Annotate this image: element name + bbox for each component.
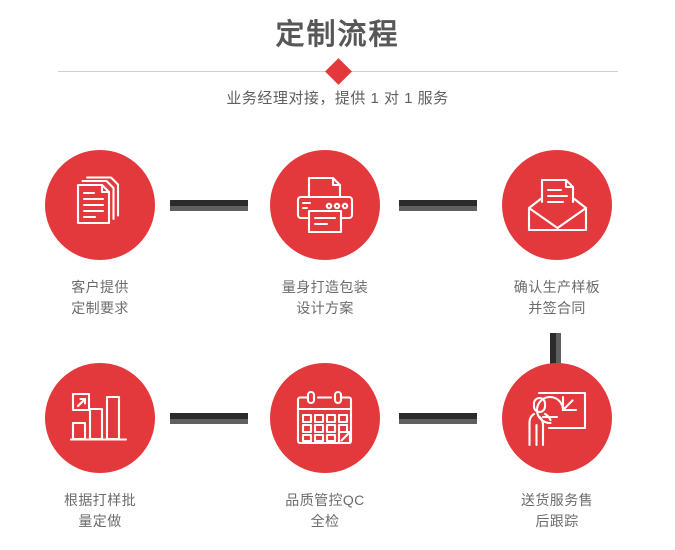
step-label: 量身打造包装 设计方案 [281,279,369,316]
connector-step5-step6 [399,413,477,424]
step-item-1[interactable]: 客户提供 定制要求 [20,150,180,319]
connector-bar-light [170,419,248,424]
connector-bar-dark [550,333,556,365]
step-icon-circle [270,363,380,473]
header: 定制流程 业务经理对接，提供 1 对 1 服务 [0,0,675,125]
connector-bar-dark [170,200,248,206]
connector-bar-dark [399,200,477,206]
connector-step3-step6 [550,333,561,365]
step-label: 根据打样批 量定做 [64,492,136,529]
connector-bar-light [556,333,561,365]
step-item-2[interactable]: 量身打造包装 设计方案 [245,150,405,319]
step-item-5[interactable]: 品质管控QC 全检 [245,363,405,532]
connector-step1-step2 [170,200,248,211]
step-icon-circle [502,363,612,473]
step-label: 确认生产样板 并签合同 [513,279,601,316]
connector-step4-step5 [170,413,248,424]
step-item-6[interactable]: 送货服务售 后跟踪 [477,363,637,532]
step-icon-circle [270,150,380,260]
calendar-check-icon [294,389,356,447]
page-title: 定制流程 [275,19,400,51]
page-subtitle: 业务经理对接，提供 1 对 1 服务 [226,90,449,107]
presenter-pie-chart-icon [525,387,589,449]
title-divider [58,58,618,85]
connector-bar-dark [399,413,477,419]
step-label: 品质管控QC 全检 [285,492,365,529]
step-icon-circle [45,150,155,260]
connector-bar-dark [170,413,248,419]
step-label: 客户提供 定制要求 [71,279,129,316]
connector-bar-light [399,206,477,211]
step-item-4[interactable]: 根据打样批 量定做 [20,363,180,532]
step-item-3[interactable]: 确认生产样板 并签合同 [477,150,637,319]
step-label: 送货服务售 后跟踪 [521,492,593,529]
diamond-marker-icon [325,58,352,85]
connector-step2-step3 [399,200,477,211]
printer-icon [293,175,357,235]
connector-bar-light [399,419,477,424]
documents-stack-icon [69,174,131,236]
step-icon-circle [45,363,155,473]
bar-chart-growth-icon [70,390,130,446]
connector-bar-light [170,206,248,211]
step-icon-circle [502,150,612,260]
process-steps: 客户提供 定制要求 量身 [0,125,675,550]
envelope-document-icon [525,177,589,233]
